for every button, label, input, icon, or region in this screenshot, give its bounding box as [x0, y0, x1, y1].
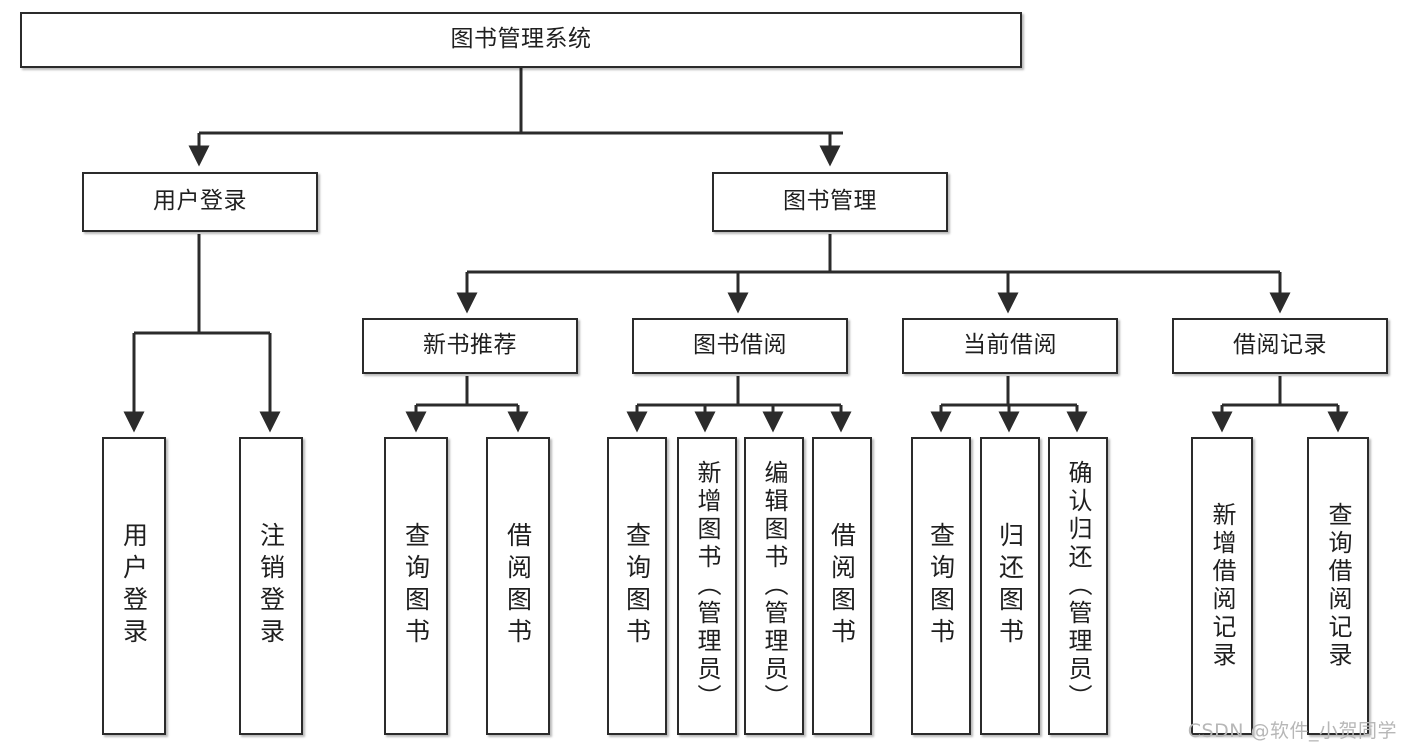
node-leaf-add-book[interactable]: 新增图书（管理员）	[677, 437, 737, 735]
node-leaf-borrow-book-2[interactable]: 借阅图书	[812, 437, 872, 735]
node-book-management[interactable]: 图书管理	[712, 172, 948, 232]
node-leaf-add-book-label: 新增图书（管理员）	[693, 460, 721, 712]
node-leaf-user-login[interactable]: 用户登录	[102, 437, 166, 735]
node-root[interactable]: 图书管理系统	[20, 12, 1022, 68]
node-root-label: 图书管理系统	[450, 26, 592, 53]
node-leaf-user-login-label: 用户登录	[119, 522, 149, 650]
node-borrow-record-label: 借阅记录	[1233, 332, 1327, 359]
node-leaf-borrow-book-1-label: 借阅图书	[503, 522, 533, 650]
node-leaf-confirm-return[interactable]: 确认归还（管理员）	[1048, 437, 1108, 735]
node-leaf-query-book-3[interactable]: 查询图书	[911, 437, 971, 735]
node-leaf-query-book-3-label: 查询图书	[926, 522, 956, 650]
node-leaf-logout[interactable]: 注销登录	[239, 437, 303, 735]
node-user-login[interactable]: 用户登录	[82, 172, 318, 232]
node-user-login-label: 用户登录	[153, 188, 247, 215]
node-current-borrow[interactable]: 当前借阅	[902, 318, 1118, 374]
node-leaf-edit-book[interactable]: 编辑图书（管理员）	[744, 437, 804, 735]
csdn-watermark: CSDN @软件_小贺同学	[1187, 720, 1397, 742]
node-new-book-recommend[interactable]: 新书推荐	[362, 318, 578, 374]
node-leaf-return-book[interactable]: 归还图书	[980, 437, 1040, 735]
node-leaf-borrow-book-1[interactable]: 借阅图书	[486, 437, 550, 735]
node-leaf-query-record-label: 查询借阅记录	[1324, 502, 1352, 670]
node-leaf-edit-book-label: 编辑图书（管理员）	[760, 460, 788, 712]
node-leaf-query-record[interactable]: 查询借阅记录	[1307, 437, 1369, 735]
node-leaf-query-book-1[interactable]: 查询图书	[384, 437, 448, 735]
node-book-borrow[interactable]: 图书借阅	[632, 318, 848, 374]
node-current-borrow-label: 当前借阅	[963, 332, 1057, 359]
node-leaf-return-book-label: 归还图书	[995, 522, 1025, 650]
node-leaf-query-book-2[interactable]: 查询图书	[607, 437, 667, 735]
node-new-book-recommend-label: 新书推荐	[423, 332, 517, 359]
node-book-management-label: 图书管理	[783, 188, 877, 215]
node-book-borrow-label: 图书借阅	[693, 332, 787, 359]
node-leaf-add-record[interactable]: 新增借阅记录	[1191, 437, 1253, 735]
node-leaf-confirm-return-label: 确认归还（管理员）	[1064, 460, 1092, 712]
node-leaf-logout-label: 注销登录	[256, 522, 286, 650]
node-leaf-add-record-label: 新增借阅记录	[1208, 502, 1236, 670]
node-leaf-borrow-book-2-label: 借阅图书	[827, 522, 857, 650]
node-leaf-query-book-1-label: 查询图书	[401, 522, 431, 650]
node-leaf-query-book-2-label: 查询图书	[622, 522, 652, 650]
node-borrow-record[interactable]: 借阅记录	[1172, 318, 1388, 374]
